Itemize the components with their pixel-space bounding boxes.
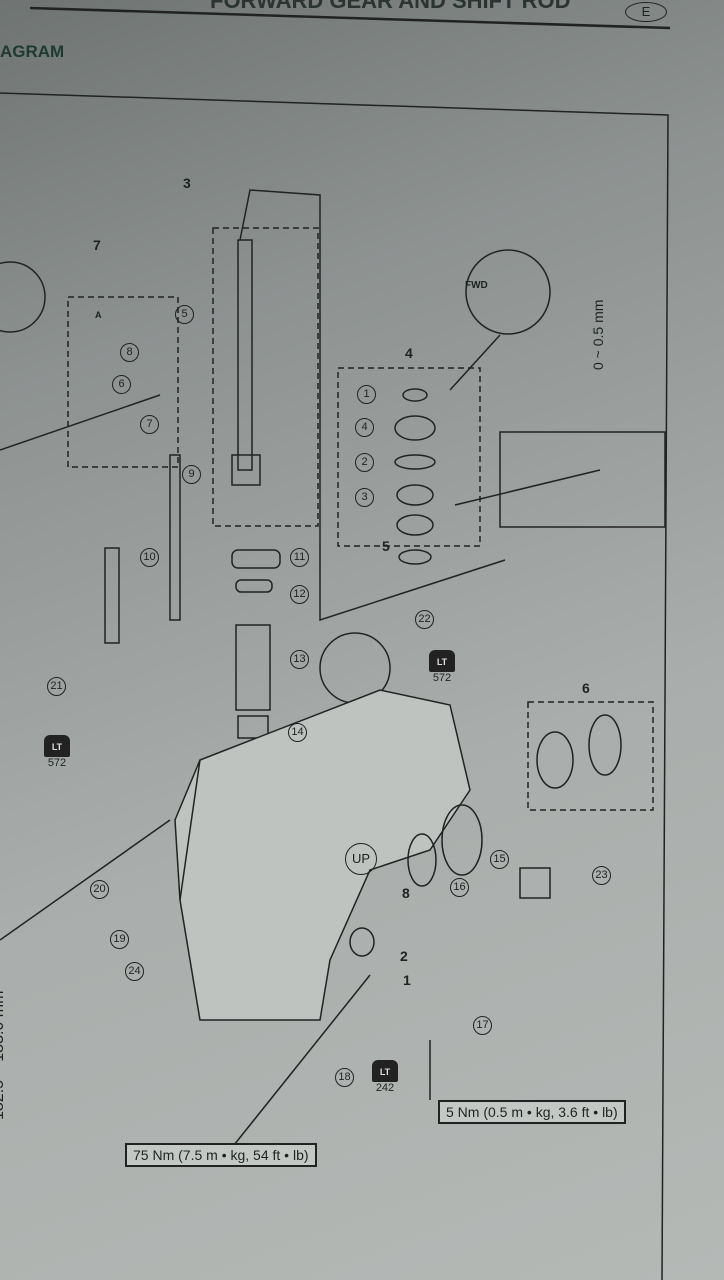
page-header-title: FORWARD GEAR AND SHIFT ROD (210, 0, 571, 13)
callout-13: 13 (290, 650, 309, 669)
callout-16: 16 (450, 878, 469, 897)
group-label-7: 7 (93, 237, 101, 253)
group-label-1: 1 (403, 972, 411, 988)
callout-11: 11 (290, 548, 309, 567)
callout-9: 9 (182, 465, 201, 484)
callout-8: 8 (120, 343, 139, 362)
group-label-3: 3 (183, 175, 191, 191)
callout-20: 20 (90, 880, 109, 899)
callout-2: 2 (355, 453, 374, 472)
callout-14: 14 (288, 723, 307, 742)
callout-24: 24 (125, 962, 144, 981)
callout-12: 12 (290, 585, 309, 604)
height-dimension: 182.5 ~ 183.0 mm (0, 990, 7, 1120)
callout-7: 7 (140, 415, 159, 434)
fwd-mark: FWD (465, 280, 488, 291)
group-label-5: 5 (382, 538, 390, 554)
section-title: AGRAM (0, 42, 65, 61)
callout-6: 6 (112, 375, 131, 394)
grease-a-mark: A (95, 310, 102, 320)
callout-4: 4 (355, 418, 374, 437)
callout-23: 23 (592, 866, 611, 885)
torque-spec-75nm: 75 Nm (7.5 m • kg, 54 ft • lb) (125, 1143, 317, 1167)
callout-17: 17 (473, 1016, 492, 1035)
callout-19: 19 (110, 930, 129, 949)
callout-15: 15 (490, 850, 509, 869)
gap-dimension: 0 ~ 0.5 mm (590, 299, 606, 370)
group-label-6: 6 (582, 680, 590, 696)
torque-spec-5nm: 5 Nm (0.5 m • kg, 3.6 ft • lb) (438, 1100, 626, 1124)
group-label-4: 4 (405, 345, 413, 361)
callout-5: 5 (175, 305, 194, 324)
callout-21: 21 (47, 677, 66, 696)
callout-10: 10 (140, 548, 159, 567)
callout-3: 3 (355, 488, 374, 507)
callout-18: 18 (335, 1068, 354, 1087)
group-label-8: 8 (402, 885, 410, 901)
language-badge: E (625, 2, 667, 22)
group-label-2: 2 (400, 948, 408, 964)
callout-1: 1 (357, 385, 376, 404)
callout-22: 22 (415, 610, 434, 629)
up-mark: UP (345, 843, 377, 875)
